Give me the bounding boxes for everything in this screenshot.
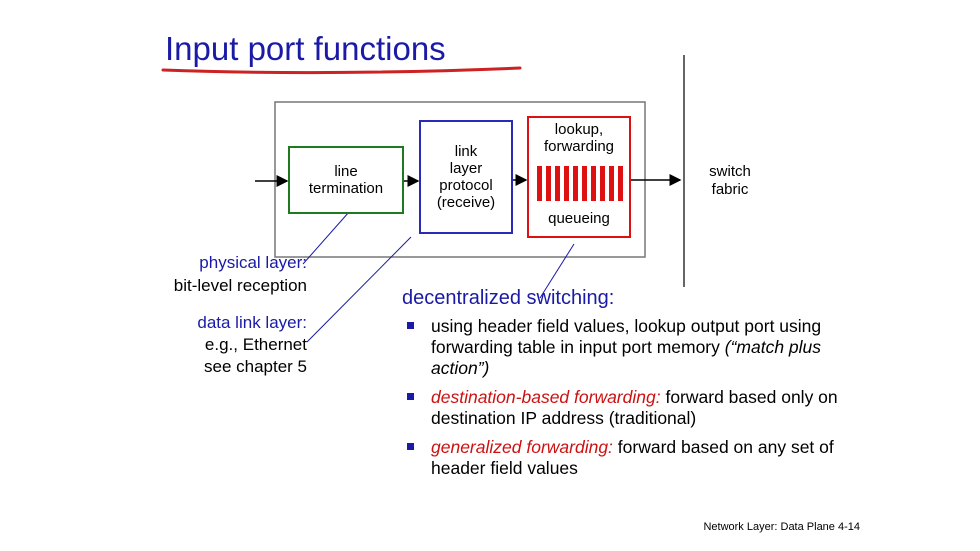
- queue-bars: [537, 166, 623, 201]
- bullet-text: forward based on any set of header field…: [431, 437, 834, 478]
- switch-fabric-label: switch fabric: [709, 163, 751, 198]
- data-link-desc-2: see chapter 5: [203, 357, 307, 376]
- bullet-text: using header field values, lookup output…: [431, 316, 822, 357]
- bullet-emphasis: generalized forwarding:: [431, 437, 613, 457]
- decentralized-heading: decentralized switching:: [402, 287, 615, 309]
- queueing-label: queueing: [548, 210, 610, 227]
- bullet-emphasis: destination-based forwarding:: [431, 387, 661, 407]
- link-layer-label: link layer protocol (receive): [436, 143, 496, 211]
- bullet-italic: (“match plus action”): [431, 337, 822, 378]
- title-underline: [161, 66, 522, 75]
- physical-layer-desc: bit-level reception: [173, 276, 307, 295]
- bullet-list: using header field values, lookup output…: [405, 316, 845, 487]
- decentralized-pointer: [539, 243, 575, 299]
- data-link-desc-1: e.g., Ethernet: [204, 335, 307, 354]
- bullet-square-icon: [407, 393, 414, 400]
- line-termination-label: line termination: [308, 163, 384, 197]
- bullet-square-icon: [407, 322, 414, 329]
- slide-title: Input port functions: [165, 30, 446, 67]
- data-link-pointer: [306, 236, 412, 343]
- data-link-layer-label: data link layer:: [197, 313, 307, 332]
- bullet-text: forward based only on destination IP add…: [431, 387, 838, 428]
- physical-layer-label: physical layer:: [199, 253, 307, 272]
- bullet-item: using header field values, lookup output…: [405, 316, 845, 379]
- physical-layer-pointer: [302, 211, 350, 265]
- lookup-label: lookup, forwarding: [543, 121, 615, 155]
- bullet-item: generalized forwarding: forward based on…: [405, 437, 845, 479]
- line-termination-box: line termination: [288, 146, 404, 214]
- bullet-square-icon: [407, 443, 414, 450]
- lookup-box: lookup, forwarding: [527, 116, 631, 238]
- bullet-item: destination-based forwarding: forward ba…: [405, 387, 845, 429]
- slide-footer: Network Layer: Data Plane 4-14: [703, 521, 860, 533]
- link-layer-box: link layer protocol (receive): [419, 120, 513, 234]
